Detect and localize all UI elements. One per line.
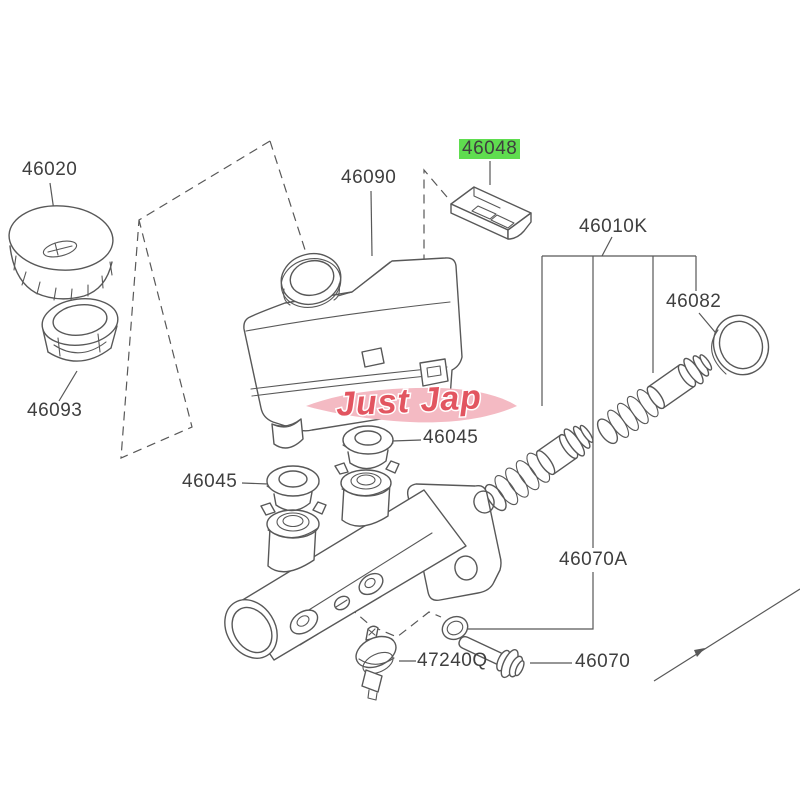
watermark-text: Just Jap	[335, 378, 483, 424]
watermark: Just Jap	[306, 377, 517, 425]
dashed-parallelogram	[120, 140, 271, 459]
leader-46045-right	[391, 439, 422, 442]
grommet-lower-drawing	[266, 465, 320, 512]
boot-ring-drawing	[711, 314, 770, 376]
dashed-line-to-filler-neck	[269, 140, 308, 257]
part-label-46010K: 46010K	[579, 216, 648, 237]
leader-46093	[58, 370, 78, 402]
leader-46070A	[468, 572, 594, 630]
diagonal-reference-line	[653, 588, 800, 682]
part-label-46093: 46093	[27, 400, 83, 421]
reservoir-tank-drawing	[243, 252, 463, 449]
part-label-46020: 46020	[22, 159, 78, 180]
part-label-46070A: 46070A	[559, 549, 628, 570]
primary-piston-drawing	[484, 424, 594, 512]
watermark-swoosh	[306, 387, 517, 423]
part-label-46070: 46070	[575, 651, 631, 672]
part-label-47240Q: 47240Q	[417, 650, 488, 671]
bolt-drawing	[458, 635, 525, 679]
bracket-46010K	[541, 255, 697, 548]
reservoir-cap-drawing	[8, 205, 114, 301]
part-label-46082: 46082	[666, 291, 722, 312]
cap-filter-drawing	[41, 298, 119, 362]
part-label-46045-right: 46045	[423, 427, 479, 448]
part-label-46045-left: 46045	[182, 471, 238, 492]
leader-46010K	[601, 236, 613, 257]
oring-drawing	[441, 615, 469, 641]
dashed-line-cylinder-to-oring	[348, 606, 442, 638]
leader-46090	[370, 190, 373, 257]
secondary-piston-drawing	[596, 354, 713, 445]
leader-46045-left	[241, 482, 269, 485]
master-cylinder-drawing	[224, 460, 502, 661]
part-label-46048-highlighted: 46048	[459, 139, 521, 159]
leader-lines	[49, 161, 800, 682]
grommet-upper-drawing	[342, 425, 394, 470]
part-label-46090: 46090	[341, 167, 397, 188]
valve-drawing	[355, 625, 397, 701]
arrowhead	[694, 648, 705, 657]
clip-drawing	[450, 186, 532, 240]
